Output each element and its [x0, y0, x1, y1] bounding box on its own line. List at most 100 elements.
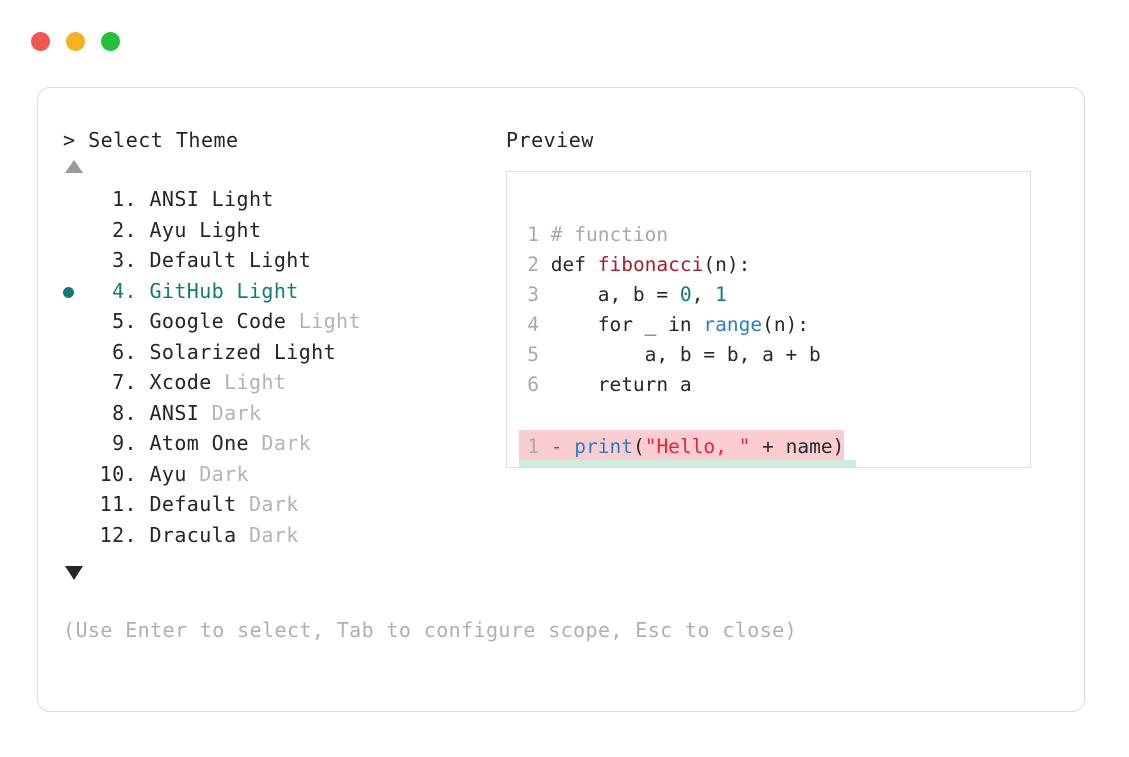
diff-line-add: 1 + print(f"Hello, {name}!"): [519, 460, 857, 467]
line-number: 1: [527, 223, 539, 246]
theme-item-variant: Light: [211, 370, 287, 394]
keyboard-hint: (Use Enter to select, Tab to configure s…: [63, 618, 798, 642]
theme-item-index: 7.: [112, 370, 137, 394]
theme-item-name: Ayu: [137, 461, 187, 486]
theme-list-item[interactable]: 6. Solarized Light: [63, 337, 503, 368]
code-token: {name}: [750, 465, 820, 467]
code-line: 3 a, b = 0, 1: [519, 280, 856, 310]
theme-item-index: 6.: [112, 339, 137, 364]
theme-item-name: ANSI Light: [137, 187, 274, 211]
minimize-dot[interactable]: [66, 32, 85, 51]
triangle-up-icon[interactable]: [65, 160, 83, 173]
code-token: f"Hello,: [645, 465, 751, 467]
theme-list-item[interactable]: 2. Ayu Light: [63, 215, 503, 246]
code-line: 4 for _ in range(n):: [519, 310, 856, 340]
code-token: + name): [750, 435, 845, 458]
code-line: 2 def fibonacci(n):: [519, 250, 856, 280]
line-number: 3: [527, 283, 539, 306]
theme-item-index: 12.: [99, 522, 137, 547]
code-token: fibonacci: [597, 253, 704, 276]
line-number: 5: [527, 343, 539, 366]
theme-item-variant: Dark: [199, 400, 262, 425]
window-traffic-lights: [31, 32, 120, 51]
theme-list-item[interactable]: 5. Google Code Light: [63, 306, 503, 337]
theme-item-variant: Dark: [236, 492, 299, 516]
selection-bullet-icon: [63, 286, 74, 298]
theme-item-variant: Dark: [236, 522, 299, 547]
code-token: # function: [550, 223, 669, 246]
theme-item-index: 8.: [112, 400, 137, 425]
theme-item-name: Dracula: [137, 522, 237, 547]
line-number: 1: [527, 435, 539, 458]
theme-list-item[interactable]: 11. Default Dark: [63, 489, 503, 520]
code-token: a, b =: [550, 283, 680, 306]
theme-list-item[interactable]: 1. ANSI Light: [63, 184, 503, 215]
line-number: 6: [527, 373, 539, 396]
preview-title: Preview: [506, 128, 594, 152]
diff-line-del: 1 - print("Hello, " + name): [519, 430, 856, 465]
code-line: 5 a, b = b, a + b: [519, 340, 856, 370]
theme-list-item[interactable]: 4. GitHub Light: [63, 276, 503, 307]
line-number: 2: [527, 253, 539, 276]
code-token: a, b = b, a + b: [550, 343, 821, 366]
theme-item-name: Ayu Light: [137, 217, 262, 242]
maximize-dot[interactable]: [101, 32, 120, 51]
theme-list-item[interactable]: 10. Ayu Dark: [63, 459, 503, 490]
code-line: 1 # function: [519, 220, 856, 250]
theme-item-index: 1.: [112, 187, 137, 211]
theme-item-index: 5.: [112, 309, 137, 333]
theme-item-index: 9.: [112, 431, 137, 455]
diff-highlight: 1 + print(f"Hello, {name}!"): [519, 460, 857, 467]
theme-item-variant: Light: [286, 309, 361, 333]
theme-list-item[interactable]: 3. Default Light: [63, 245, 503, 276]
code-token: 0: [679, 283, 692, 306]
theme-item-name: Xcode: [137, 370, 212, 394]
theme-list-item[interactable]: 8. ANSI Dark: [63, 398, 503, 429]
code-token: (: [633, 465, 645, 467]
theme-item-name: Solarized Light: [137, 339, 337, 364]
theme-item-name: Default: [137, 492, 237, 516]
theme-list-item[interactable]: 9. Atom One Dark: [63, 428, 503, 459]
theme-item-index: 2.: [112, 217, 137, 242]
code-token: def: [550, 253, 598, 276]
theme-item-variant: Dark: [186, 461, 249, 486]
theme-item-name: Google Code: [137, 309, 287, 333]
code-token: 1: [715, 283, 727, 306]
triangle-down-icon[interactable]: [65, 566, 83, 580]
theme-item-index: 10.: [99, 461, 137, 486]
theme-item-name: ANSI: [137, 400, 200, 425]
code-token: ): [844, 465, 856, 467]
code-token: !": [821, 465, 844, 467]
theme-item-index: 4.: [112, 278, 137, 303]
code-token: ,: [691, 283, 716, 306]
code-line: 6 return a: [519, 370, 856, 400]
line-number: 1: [519, 462, 539, 467]
diff-marker: +: [551, 465, 563, 467]
code-blank-line: [519, 400, 856, 430]
code-token: (: [632, 435, 645, 458]
code-token: "Hello, ": [644, 435, 751, 458]
code-token: (n):: [703, 253, 751, 276]
line-number: 4: [527, 313, 539, 336]
theme-item-variant: Dark: [248, 431, 312, 455]
close-dot[interactable]: [31, 32, 50, 51]
code-token: range: [703, 313, 763, 336]
code-token: (n):: [762, 313, 810, 336]
theme-list-item[interactable]: 12. Dracula Dark: [63, 520, 503, 551]
theme-item-name: Atom One: [137, 431, 249, 455]
diff-highlight: 1 - print("Hello, " + name): [519, 430, 845, 465]
code-token: print: [574, 465, 633, 467]
theme-item-index: 3.: [112, 248, 137, 272]
code-token: return a: [550, 373, 692, 396]
diff-marker: -: [550, 435, 563, 458]
theme-item-name: Default Light: [137, 248, 312, 272]
code-token: print: [574, 435, 633, 458]
theme-list-item[interactable]: 7. Xcode Light: [63, 367, 503, 398]
theme-item-name: GitHub Light: [137, 278, 299, 303]
